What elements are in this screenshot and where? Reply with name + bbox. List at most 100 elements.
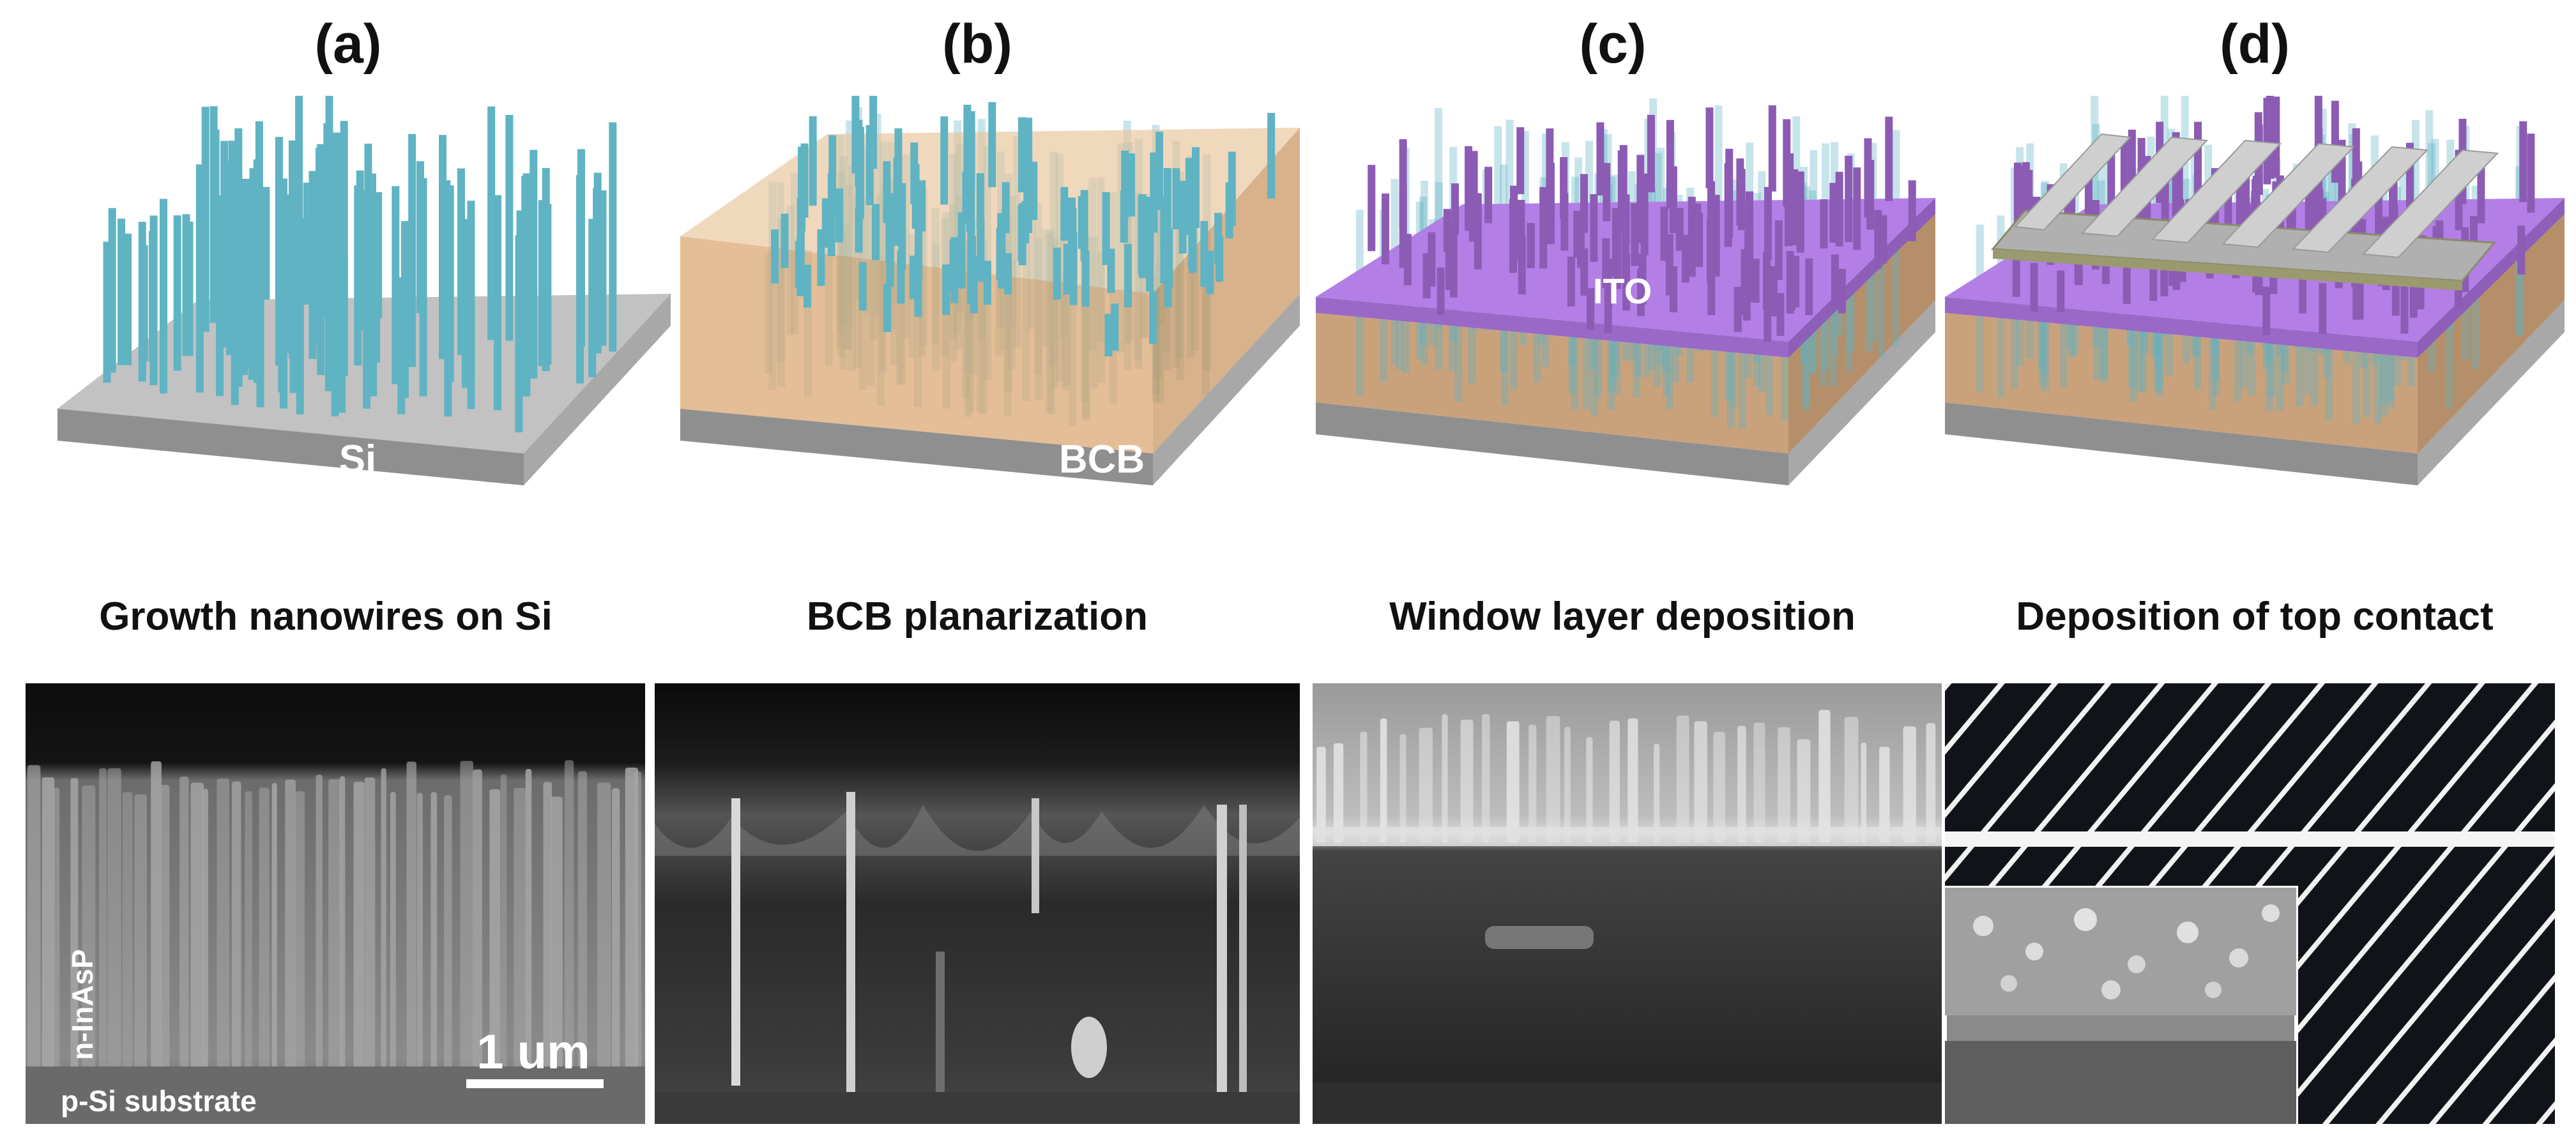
nanowire	[1845, 155, 1853, 243]
nanowire	[439, 185, 448, 323]
nanowire	[1665, 234, 1673, 296]
sem-nanowire	[1753, 722, 1765, 843]
nanowire-tips	[1368, 105, 1916, 342]
sem-nanowire	[107, 768, 121, 1073]
nanowire	[1688, 197, 1696, 277]
sem-nanowire	[514, 787, 526, 1073]
sem-nanowire	[1654, 743, 1660, 843]
nanowire	[1451, 183, 1459, 235]
nanowire	[968, 236, 977, 282]
nanowire	[1102, 192, 1110, 266]
nanowire	[542, 168, 550, 372]
nanowire	[1546, 128, 1554, 206]
nanowire	[1437, 268, 1445, 315]
sem-nanowire	[1380, 718, 1387, 843]
scale-bar	[466, 1079, 604, 1088]
nanowire	[949, 240, 957, 292]
nanowire	[419, 178, 427, 397]
nanowire	[124, 233, 132, 365]
nanowire	[1751, 259, 1760, 303]
nanowire	[1675, 208, 1684, 251]
sem-nanowire	[202, 789, 209, 1073]
nanowire	[967, 111, 975, 191]
sem-nanowire	[1506, 721, 1520, 843]
nanowire	[1776, 292, 1785, 336]
sem-nanowire	[489, 789, 501, 1073]
nanowire	[957, 212, 966, 289]
sem-nanowire	[1442, 714, 1448, 843]
nanowire	[1517, 199, 1525, 262]
sem-nanowire	[551, 796, 563, 1073]
ito-label: ITO	[1593, 271, 1652, 311]
nanowire	[1225, 182, 1233, 239]
nanowire	[1080, 190, 1088, 261]
schematic-c: ITO	[1316, 98, 1935, 485]
nanowire	[2272, 96, 2280, 178]
bcb-label: BCB	[1059, 437, 1145, 482]
sem-nanowire	[1778, 727, 1790, 843]
sem-nanowire	[1797, 739, 1811, 843]
sem-nanowire	[295, 791, 305, 1073]
nanowire	[883, 284, 892, 333]
sem-nanowire	[525, 769, 532, 1073]
nanowire	[303, 183, 311, 305]
nanowire	[1567, 256, 1575, 307]
nanowire	[1669, 166, 1677, 234]
substrate-band	[26, 1066, 645, 1124]
nanowire	[1121, 150, 1129, 219]
nanowire	[1805, 258, 1813, 315]
nanowire	[521, 176, 530, 389]
nanowire-tips	[771, 96, 1276, 357]
nanowire	[1573, 210, 1581, 258]
nanowire	[1603, 163, 1611, 222]
nanowire	[575, 175, 584, 384]
sem-nanowire	[151, 761, 162, 1073]
nanowire	[1060, 186, 1069, 241]
sem-nanowire	[1586, 737, 1593, 843]
nanowire	[1885, 116, 1893, 201]
sem-nanowire	[1546, 716, 1560, 843]
sem-nanowire	[1926, 723, 1936, 843]
sem-nanowire	[1844, 717, 1859, 843]
nanowire	[1590, 194, 1598, 262]
nanowire	[182, 214, 190, 356]
nanowire	[1604, 259, 1613, 307]
sem-nanowire	[53, 787, 60, 1073]
sem-nanowire	[70, 778, 79, 1073]
sem-nanowire	[1879, 747, 1890, 843]
sem-nanowire	[1460, 719, 1474, 843]
nanowire	[609, 122, 617, 352]
nanowire	[976, 173, 984, 227]
nanowire	[858, 262, 867, 311]
nanowire	[1637, 268, 1645, 317]
sem-nanowire	[1481, 714, 1490, 843]
sem-nanowire	[1627, 718, 1638, 843]
sem-nanowire	[1419, 727, 1433, 843]
panel-tag-c: (c)	[1579, 13, 1647, 75]
nanowire	[2527, 133, 2535, 213]
nanowire	[1127, 153, 1136, 217]
top-contact-grid	[1990, 133, 2499, 291]
nanowire	[1796, 171, 1804, 253]
nanowire	[242, 179, 250, 367]
nanowire	[2012, 255, 2020, 297]
sem-nanowire	[634, 771, 642, 1073]
nanowire	[983, 261, 991, 305]
nanowire	[988, 102, 996, 188]
nanowire-cross-section	[27, 760, 642, 1073]
sem-nanowire	[1861, 742, 1867, 843]
sem-nanowire	[231, 781, 241, 1073]
sem-nanowire	[612, 788, 620, 1073]
nanowire	[2057, 270, 2065, 313]
nanowire	[1764, 186, 1772, 260]
sem-nanowire	[217, 778, 229, 1073]
nanowire	[796, 237, 805, 296]
nanowire	[940, 116, 949, 205]
nanowire	[1762, 252, 1771, 310]
nanowire	[392, 186, 400, 384]
nanowire-label: n-InAsP	[66, 949, 99, 1060]
sem-nanowire	[431, 792, 438, 1073]
sem-nanowire	[406, 761, 417, 1073]
nanowire	[340, 121, 348, 320]
sem-nanowire	[27, 765, 41, 1073]
